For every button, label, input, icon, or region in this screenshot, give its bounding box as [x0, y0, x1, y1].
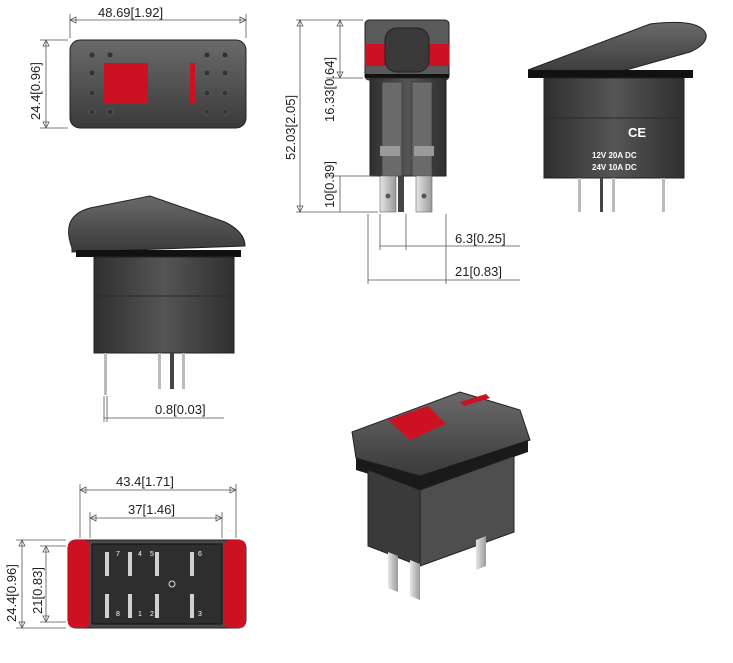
front-head-height-label: 16.33[0.64]	[322, 57, 337, 122]
top-height-label: 24.4[0.96]	[28, 62, 43, 120]
top-width-label: 48.69[1.92]	[98, 5, 163, 20]
rating-line-1: 12V 20A DC	[592, 151, 637, 160]
side-view-right: CE 12V 20A DC 24V 10A DC	[527, 21, 707, 212]
isometric-view	[351, 391, 531, 600]
pin-number-1: 1	[138, 611, 142, 618]
pin-number-6: 6	[198, 551, 202, 558]
top-view: 48.69[1.92] 24.4[0.96]	[28, 5, 247, 129]
body-depth-label: 21[0.83]	[455, 264, 502, 279]
bottom-inner-width-label: 37[1.46]	[128, 502, 175, 517]
ce-mark: CE	[628, 125, 646, 140]
pin-number-4: 4	[138, 551, 142, 558]
side-view-actuator	[527, 21, 707, 75]
pin-number-7: 7	[116, 551, 120, 558]
terminal-thickness-label: 0.8[0.03]	[155, 402, 206, 417]
top-view-indicator-bar	[190, 63, 195, 103]
front-total-height-label: 52.03[2.05]	[283, 95, 298, 160]
front-view-housing	[369, 77, 447, 177]
side-view-left: 0.8[0.03]	[68, 195, 246, 422]
bottom-outer-height-label: 24.4[0.96]	[4, 564, 19, 622]
side-view-housing	[543, 77, 685, 179]
pin-number-5: 5	[150, 551, 154, 558]
pin-number-3: 3	[198, 611, 202, 618]
pin-number-2: 2	[150, 611, 154, 618]
bottom-outer-width-label: 43.4[1.71]	[116, 474, 174, 489]
bottom-inner-height-label: 21[0.83]	[30, 567, 45, 614]
front-terminal-length-label: 10[0.39]	[322, 161, 337, 208]
pin-number-8: 8	[116, 611, 120, 618]
side-view-left-housing	[93, 256, 235, 354]
iso-housing-side	[419, 455, 515, 567]
side-view-left-actuator	[68, 195, 246, 253]
front-view: 52.03[2.05] 16.33[0.64] 10[0.39] 6.3[0.2…	[283, 19, 520, 284]
terminal-width-label: 6.3[0.25]	[455, 231, 506, 246]
top-view-red-lens	[104, 63, 148, 104]
top-view-actuator	[69, 39, 247, 129]
bottom-view: 7 4 5 6 8 1 2 3 43.4[1.71] 37[1.46] 24.4…	[4, 474, 247, 629]
rating-line-2: 24V 10A DC	[592, 163, 637, 172]
